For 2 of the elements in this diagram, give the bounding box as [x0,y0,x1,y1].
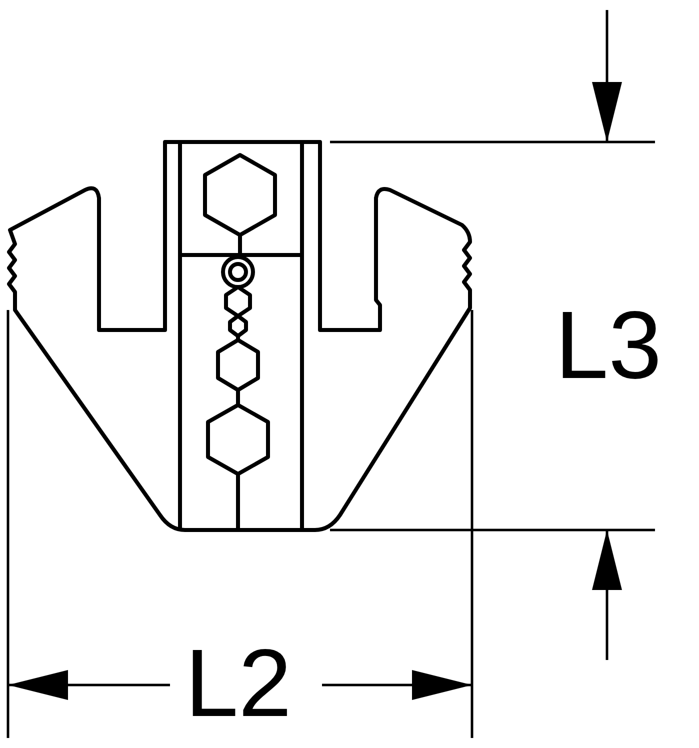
dimension-label: L3 [555,298,662,394]
dimension-label: L2 [185,636,292,732]
